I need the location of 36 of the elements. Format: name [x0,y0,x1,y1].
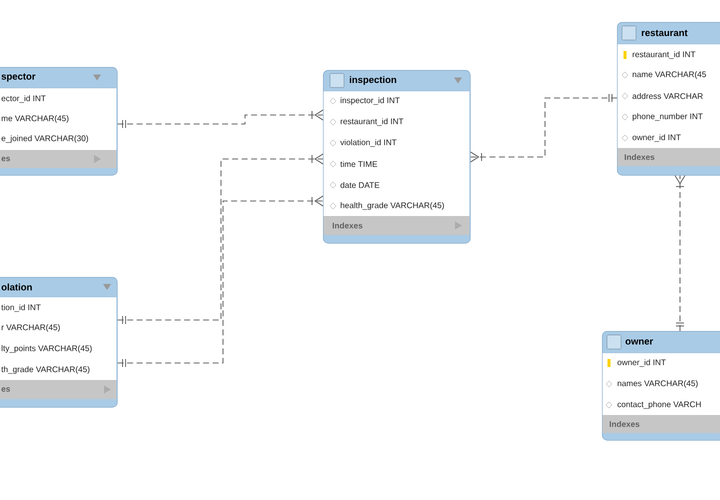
column-name: names VARCHAR(45) [618,380,698,388]
table-title: owner [626,339,654,345]
relationship-line [470,94,618,162]
column-name: restaurant_id INT [340,118,404,126]
table-title: inspection [350,76,396,85]
column-name: lty_points VARCHAR(45) [2,345,92,353]
relationship-line [117,196,324,368]
indexes-label: es [2,387,10,392]
column-name: th_grade VARCHAR(45) [1,366,90,374]
column-name: address VARCHAR [632,92,703,99]
column-name: inspector_id INT [340,97,400,105]
column-name: e_joined VARCHAR(30) [2,135,88,143]
column-name: name VARCHAR(45 [632,71,706,79]
column-name: owner_id INT [632,134,681,142]
column-name: phone_number INT [632,113,703,121]
indexes-label: Indexes [332,222,362,228]
indexes-label: Indexes [610,420,640,427]
indexes-label: Indexes [624,154,654,160]
column-name: ector_id INT [2,95,46,103]
column-name: date DATE [340,182,380,188]
relationship-line [117,154,324,324]
table-title: restaurant [642,30,688,36]
table-title: spector [2,73,36,82]
relationship-line [117,110,324,128]
column-name: contact_phone VARCH [618,401,701,409]
column-name: tion_id INT [1,304,41,312]
column-name: me VARCHAR(45) [2,115,68,123]
column-name: r VARCHAR(45) [2,324,60,332]
column-name: violation_id INT [340,139,396,147]
column-name: owner_id INT [618,359,666,367]
column-name: restaurant_id INT [632,51,696,59]
table-title: olation [2,284,32,290]
column-name: health_grade VARCHAR(45) [340,202,444,210]
column-name: time TIME [340,160,378,167]
relationship-line [674,175,686,332]
indexes-label: es [2,156,10,162]
